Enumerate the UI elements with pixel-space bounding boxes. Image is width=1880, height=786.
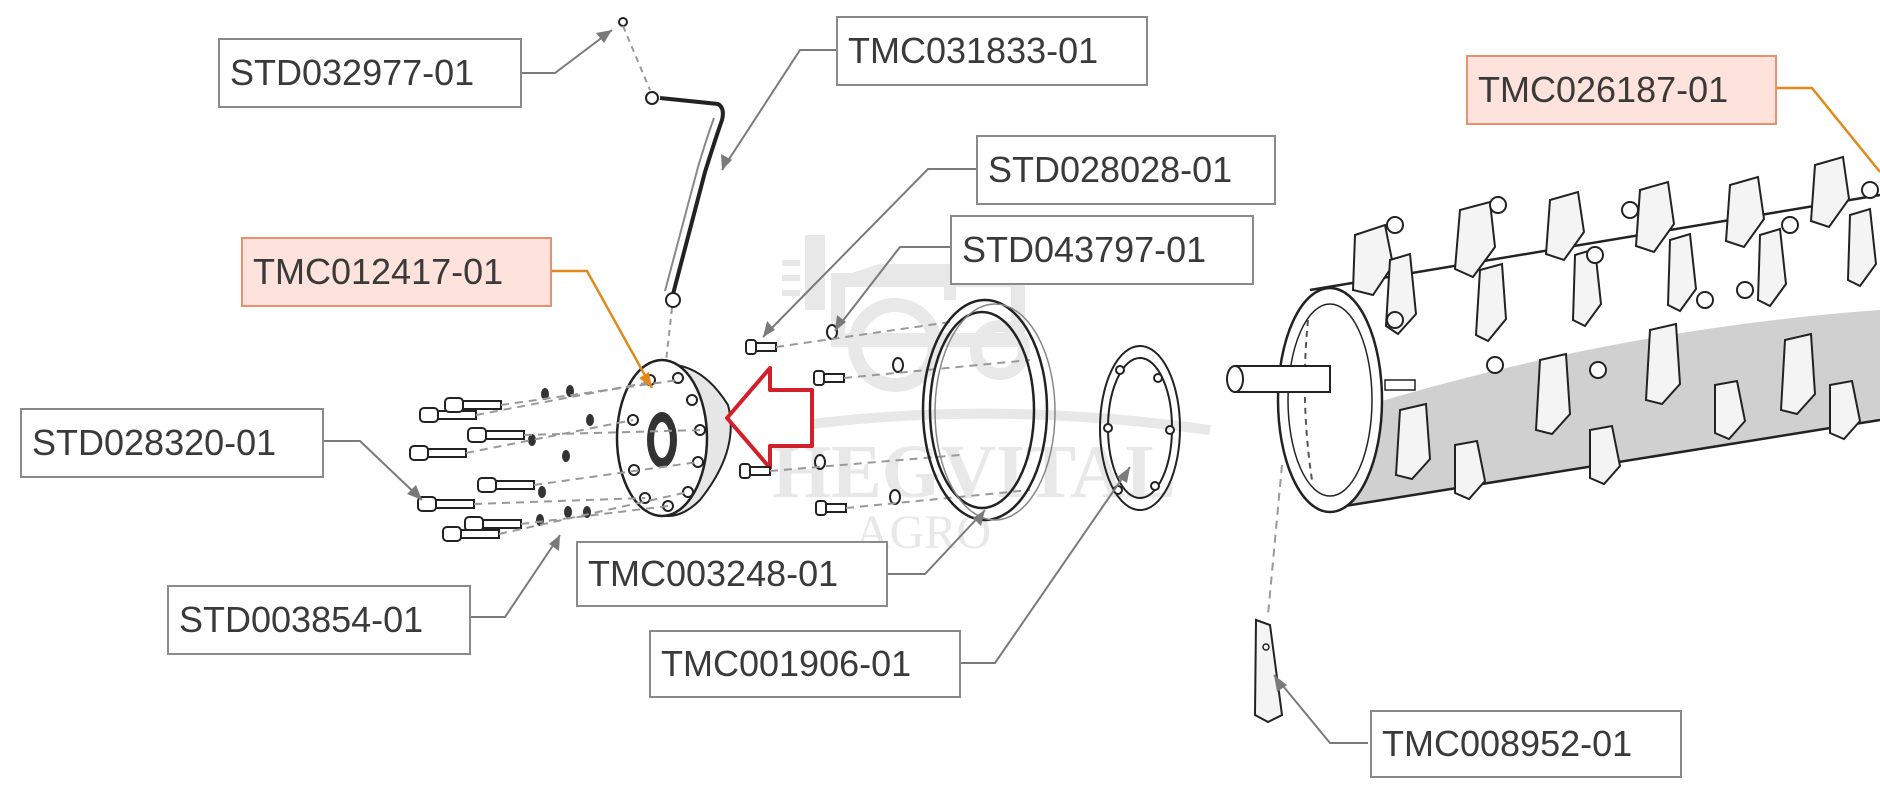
part-label-tmc003248[interactable]: TMC003248-01 bbox=[576, 541, 888, 607]
hammer-bolts bbox=[1386, 181, 1879, 379]
part-label-tmc026187[interactable]: TMC026187-01 bbox=[1466, 55, 1777, 125]
leader-lines bbox=[322, 29, 1368, 744]
part-label-std032977[interactable]: STD032977-01 bbox=[218, 38, 522, 108]
left-bolts bbox=[409, 397, 535, 542]
grease-nipple-icon bbox=[618, 17, 628, 27]
direction-arrow bbox=[725, 366, 814, 470]
rotor-hammers bbox=[1351, 155, 1878, 501]
part-label-std003854[interactable]: STD003854-01 bbox=[167, 585, 471, 655]
leader-lines-highlight bbox=[550, 86, 1880, 389]
pipe-end-icon bbox=[665, 292, 681, 308]
knife-blade bbox=[1253, 464, 1284, 724]
part-label-tmc012417[interactable]: TMC012417-01 bbox=[241, 237, 552, 307]
bearing-housing bbox=[615, 358, 732, 518]
part-label-std028320[interactable]: STD028320-01 bbox=[20, 408, 324, 478]
part-label-std028028[interactable]: STD028028-01 bbox=[976, 135, 1276, 205]
part-label-tmc008952[interactable]: TMC008952-01 bbox=[1370, 710, 1682, 778]
part-label-tmc031833[interactable]: TMC031833-01 bbox=[836, 16, 1148, 86]
left-dashed-axes bbox=[465, 379, 701, 535]
gasket bbox=[1099, 345, 1181, 511]
left-washers bbox=[528, 385, 594, 526]
highlight-arrowhead bbox=[639, 372, 652, 388]
part-label-std043797[interactable]: STD043797-01 bbox=[950, 215, 1254, 285]
flange-ring bbox=[921, 298, 1056, 522]
part-label-tmc001906[interactable]: TMC001906-01 bbox=[649, 630, 961, 698]
grease-pipe bbox=[659, 96, 725, 299]
pipe-fitting-icon bbox=[645, 91, 659, 105]
leader-arrowheads bbox=[407, 30, 1287, 692]
